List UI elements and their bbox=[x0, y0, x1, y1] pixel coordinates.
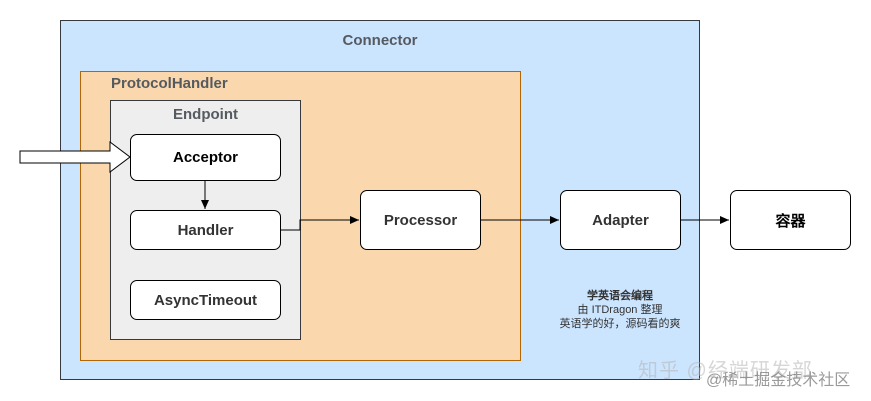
handler-to-processor-arrow bbox=[281, 216, 359, 231]
adapter-node: Adapter bbox=[560, 190, 681, 250]
note-line-1: 学英语会编程 bbox=[587, 290, 653, 302]
connector-title: Connector bbox=[342, 32, 418, 49]
zhihu-watermark: 知乎 @经端研发部 bbox=[638, 360, 813, 382]
note-line-2: 由 ITDragon 整理 bbox=[577, 304, 663, 316]
note-line-3: 英语学的好，源码看的爽 bbox=[559, 318, 681, 330]
note-block: 学英语会编程 由 ITDragon 整理 英语学的好，源码看的爽 bbox=[545, 289, 695, 331]
async-timeout-node: AsyncTimeout bbox=[130, 280, 281, 320]
endpoint-title: Endpoint bbox=[173, 106, 238, 123]
juejin-watermark: @稀土掘金技术社区 bbox=[706, 372, 851, 389]
protocol-handler-title: ProtocolHandler bbox=[111, 75, 228, 92]
container-node: 容器 bbox=[730, 190, 851, 250]
input-arrow bbox=[19, 141, 131, 173]
acceptor-node: Acceptor bbox=[130, 134, 281, 181]
handler-node: Handler bbox=[130, 210, 281, 250]
processor-node: Processor bbox=[360, 190, 481, 250]
